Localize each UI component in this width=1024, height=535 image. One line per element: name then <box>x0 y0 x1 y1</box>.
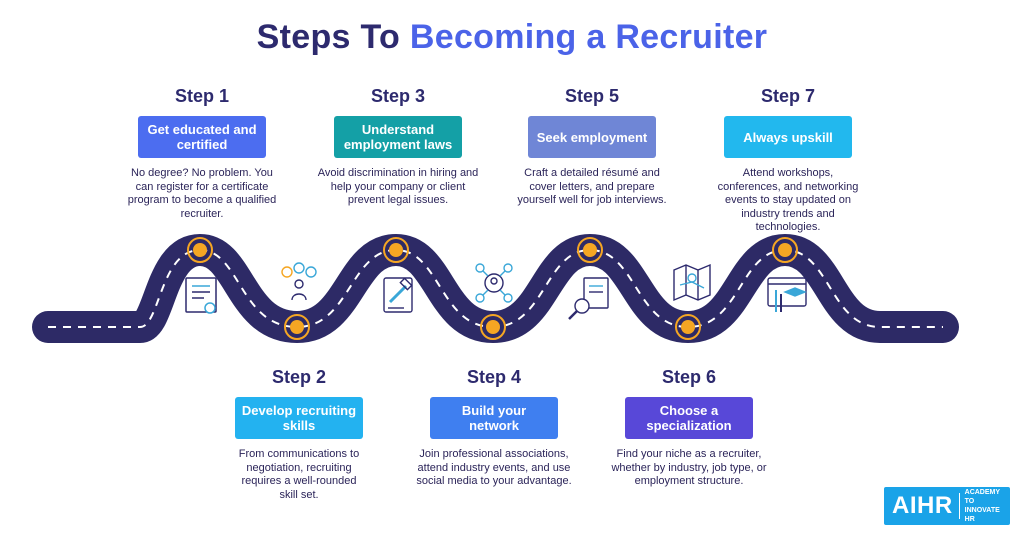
logo-divider <box>958 493 960 519</box>
step-1-description: No degree? No problem. You can register … <box>127 167 277 220</box>
step-4: Step 4 Build your network Join professio… <box>394 367 594 489</box>
logo-sub-line-1: ACADEMY TO <box>964 489 1000 505</box>
step-2: Step 2 Develop recruiting skills From co… <box>199 367 399 502</box>
logo-main-text: AIHR <box>892 492 953 519</box>
step-1-label: Step 1 <box>174 86 230 106</box>
logo-sub-line-2: INNOVATE HR <box>964 507 1000 523</box>
step-4-pill: Build your network <box>430 397 558 439</box>
resume-search-icon <box>568 277 609 320</box>
step-marker-7 <box>772 237 798 263</box>
step-3-label: Step 3 <box>370 86 426 106</box>
step-marker-4 <box>480 314 506 340</box>
step-5-description: Craft a detailed résumé and cover letter… <box>517 167 667 206</box>
step-5-label: Step 5 <box>564 86 620 106</box>
step-2-label: Step 2 <box>271 367 327 387</box>
aihr-logo: AIHR ACADEMY TO INNOVATE HR <box>884 487 1010 525</box>
step-6-description: Find your niche as a recruiter, whether … <box>611 448 767 487</box>
skills-people-icon <box>281 262 317 301</box>
network-icon <box>475 263 513 303</box>
step-1-pill: Get educated and certified <box>138 116 266 158</box>
step-4-description: Join professional associations, attend i… <box>416 448 572 487</box>
step-marker-2 <box>284 314 310 340</box>
step-7-pill: Always upskill <box>724 116 852 158</box>
map-specialization-icon <box>673 263 711 302</box>
step-marker-5 <box>577 237 603 263</box>
step-5: Step 5 Seek employment Craft a detailed … <box>492 86 692 208</box>
title-part-2: Becoming a Recruiter <box>409 18 768 56</box>
step-5-pill: Seek employment <box>528 116 656 158</box>
certificate-icon <box>185 277 217 314</box>
step-3-description: Avoid discrimination in hiring and help … <box>317 167 479 206</box>
step-3: Step 3 Understand employment laws Avoid … <box>298 86 498 208</box>
step-6-label: Step 6 <box>661 367 717 387</box>
step-2-pill: Develop recruiting skills <box>235 397 363 439</box>
step-4-label: Step 4 <box>466 367 522 387</box>
step-6: Step 6 Choose a specialization Find your… <box>589 367 789 489</box>
step-1: Step 1 Get educated and certified No deg… <box>102 86 302 221</box>
step-6-pill: Choose a specialization <box>625 397 753 439</box>
step-7-description: Attend workshops, conferences, and netwo… <box>717 167 859 233</box>
law-gavel-icon <box>383 277 413 313</box>
step-marker-3 <box>383 237 409 263</box>
logo-subtitle: ACADEMY TO INNOVATE HR <box>960 488 1010 524</box>
page-title: Steps To Becoming a Recruiter <box>0 18 1024 57</box>
step-7-label: Step 7 <box>760 86 816 106</box>
step-marker-1 <box>187 237 213 263</box>
title-part-1: Steps To <box>256 18 401 56</box>
step-3-pill: Understand employment laws <box>334 116 462 158</box>
step-2-description: From communications to negotiation, recr… <box>238 448 360 501</box>
step-marker-6 <box>675 314 701 340</box>
step-7: Step 7 Always upskill Attend workshops, … <box>688 86 888 235</box>
online-learning-icon <box>767 277 807 312</box>
